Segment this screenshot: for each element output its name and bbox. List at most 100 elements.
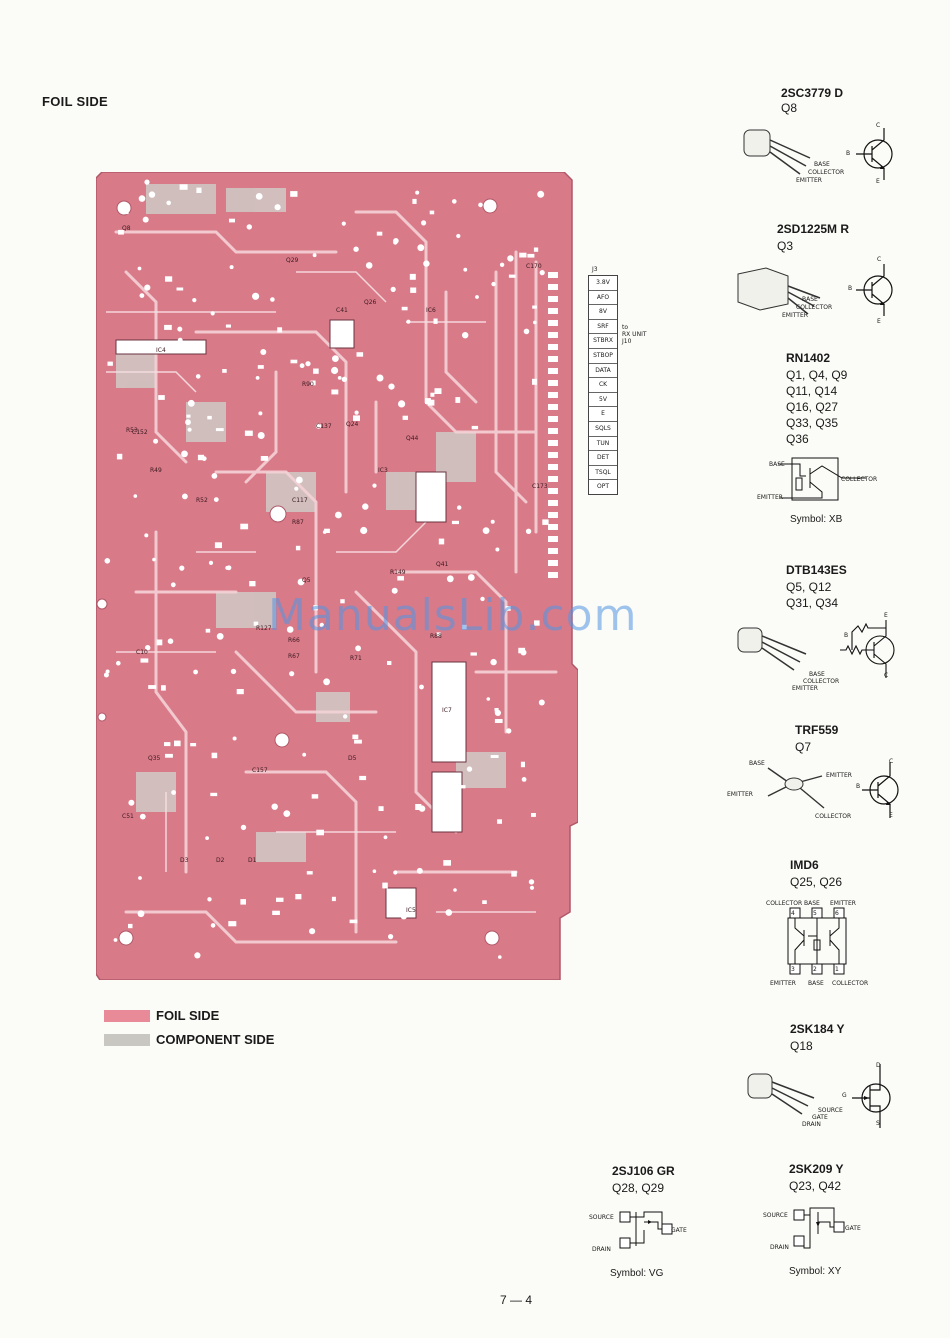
q-line: Q11, Q14 [786,384,838,398]
solder-pad [148,191,156,198]
solder-pad [305,361,311,367]
smd-pad [311,794,319,799]
smd-pad [455,397,461,403]
solder-pad [286,626,294,633]
solder-pad [383,835,388,840]
smd-pad [260,456,269,461]
smd-pad [179,184,188,190]
solder-pad [283,810,291,817]
solder-pad [103,672,109,678]
solder-pad [211,473,218,479]
solder-pad [480,596,485,602]
solder-pad [232,736,237,741]
pin-label-collector: COLLECTOR [808,169,845,176]
solder-pad [419,684,424,690]
smd-pad [313,368,319,374]
smd-pad [353,415,360,421]
board-part-label: IC7 [442,707,452,714]
smd-pad [531,813,536,817]
imd6-pin-num: 6 [835,910,839,917]
solder-pad [289,671,295,677]
smd-pad [409,273,416,280]
solder-pad [495,547,500,552]
connector-pin: 8V [589,305,617,320]
connector-pin: SQLS [589,422,617,437]
smd-pad [430,392,435,397]
solder-pad [322,530,327,534]
smd-pad [165,276,173,282]
solder-pad [506,728,512,734]
smd-pad [324,528,330,533]
solder-pad [133,494,138,498]
smd-pad [158,395,165,400]
sym-b: B [846,150,851,157]
imd6-pin-num: 5 [813,910,817,917]
smd-pad [290,191,298,197]
smd-pad [359,775,367,781]
imd6-pin-num: 4 [791,910,795,917]
connector-pin: STBRX [589,334,617,349]
solder-pad [144,179,150,185]
pin-label-base: BASE [769,461,785,468]
symbol-xy: Symbol: XY [789,1266,842,1277]
smd-pad [122,210,129,215]
mounting-holes [96,198,500,946]
board-part-label: C10 [136,649,148,656]
smd-pad [174,740,181,747]
smd-pad [490,755,499,758]
smd-pad [412,198,417,204]
smd-pad [253,621,259,626]
smd-pad [435,698,443,704]
smd-pad [387,661,392,665]
smd-pad [462,624,467,630]
smd-pad [207,415,212,420]
pin-label-collector: COLLECTOR [841,476,878,483]
part-q-imd6: Q25, Q26 [790,875,843,889]
solder-pad [153,438,159,444]
part-name-2sc3779d: 2SC3779 D [781,86,844,100]
connector-pin: STBOP [589,349,617,364]
board-part-label: R52 [196,497,208,504]
fet-2sj106gr-symbol-icon [619,1211,673,1249]
smd-pad [196,187,202,193]
solder-pad [335,511,342,519]
board-part-label: IC6 [426,307,436,314]
solder-pad [400,913,407,920]
pin-label-base: BASE [749,760,765,767]
board-part-label: R127 [256,625,272,632]
part-q-2sj106gr: Q28, Q29 [612,1181,665,1195]
pin-label-source: SOURCE [589,1214,614,1221]
connector-note: to RX UNIT J10 [622,324,647,345]
pin-label-source: SOURCE [763,1212,788,1219]
board-part-label: D2 [216,857,225,864]
solder-pad [297,578,305,586]
solder-pad [355,645,361,652]
smd-pad [313,605,318,611]
solder-pad [475,295,479,299]
solder-pad [177,326,183,332]
solder-pad [145,645,151,651]
solder-pad [539,270,545,276]
board-part-label: Q26 [364,299,377,306]
sym-e: E [876,178,880,185]
imd6-top-pin-emitter: EMITTER [830,900,856,907]
connector-pin: DATA [589,364,617,379]
pin-label-base: BASE [809,671,825,678]
imd6-bottom-pin-base: BASE [808,980,824,987]
smd-pad [164,324,172,330]
solder-pad [167,638,174,644]
sym-e: E [877,318,881,325]
pin-label-base: BASE [814,161,830,168]
part-q-2sk209y: Q23, Q42 [789,1179,842,1193]
page-number: 7 — 4 [500,1293,533,1307]
connector-pin: 5V [589,393,617,408]
solder-pad [365,262,373,269]
solder-pad [299,363,305,369]
smd-pad [205,628,211,633]
smd-pad [228,921,237,927]
solder-pad [166,200,171,206]
solder-pad [315,423,322,429]
solder-pad [201,456,207,461]
solder-pad [439,498,445,504]
smd-pad [295,894,302,900]
